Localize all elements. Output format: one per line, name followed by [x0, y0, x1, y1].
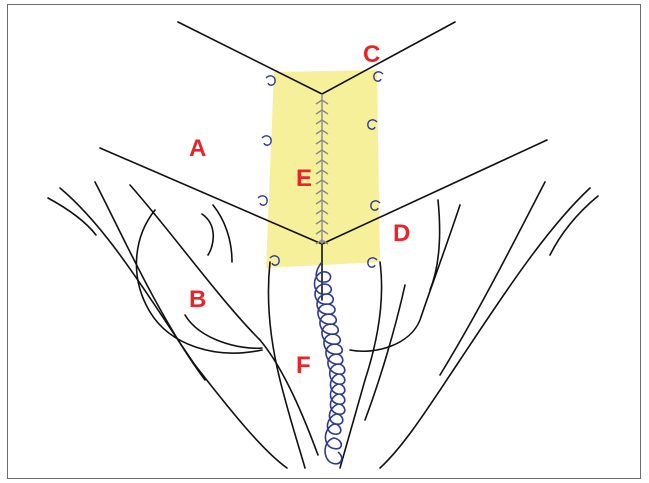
- spiral-suture-icon: [315, 262, 345, 464]
- label-c: C: [363, 43, 380, 67]
- label-f: F: [296, 354, 311, 378]
- contour-b-inner: [202, 214, 213, 255]
- label-a: A: [189, 137, 206, 161]
- contour-right-5: [430, 200, 440, 290]
- contour-b-outer: [136, 210, 262, 353]
- contour-right-base: [365, 285, 405, 420]
- label-b: B: [189, 288, 206, 312]
- highlight-region: [266, 70, 380, 268]
- contour-right-2: [380, 188, 590, 468]
- contour-left-inner: [213, 205, 232, 262]
- flap-line-upper-right: [322, 22, 455, 94]
- contour-right-inner: [340, 262, 382, 468]
- contour-left-3: [95, 182, 205, 380]
- flap-line-upper-left: [178, 22, 322, 94]
- label-d: D: [393, 222, 410, 246]
- contour-right-3: [440, 182, 545, 375]
- label-e: E: [296, 167, 312, 191]
- contour-b-lower: [185, 315, 262, 348]
- contour-left-2: [60, 188, 287, 468]
